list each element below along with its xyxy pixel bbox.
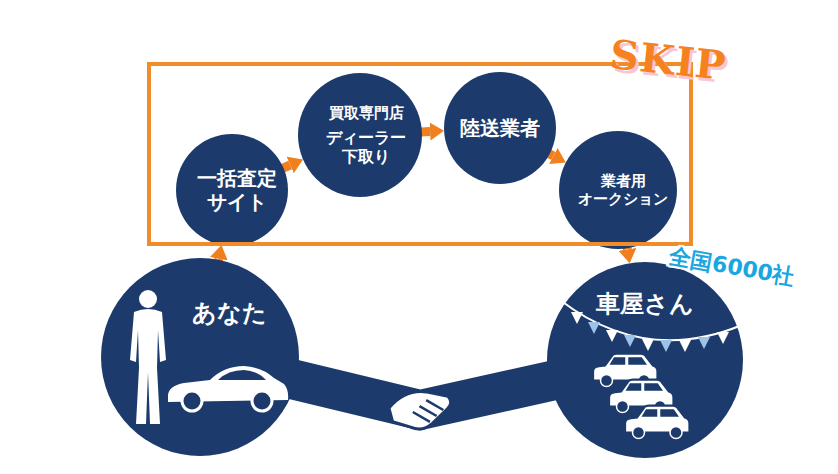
node-text: 車屋さん <box>596 290 694 319</box>
frame-outline <box>147 62 693 246</box>
skip-label: SKIP <box>608 30 729 90</box>
circle-fill <box>101 258 299 456</box>
text-group: あなた <box>192 299 267 328</box>
actor-circle: あなた <box>101 258 299 456</box>
node-text: あなた <box>192 299 267 328</box>
process-circle: 買取専門店ディーラー 下取り <box>298 73 422 197</box>
text-group: 一括査定 サイト <box>192 166 282 214</box>
node-text: 一括査定 サイト <box>192 166 282 214</box>
skip-frame: 一括査定 サイト買取専門店ディーラー 下取り陸送業者業者用 オークションSKIP <box>147 62 693 246</box>
circle-fill <box>298 73 422 197</box>
text-group: SKIP <box>610 36 726 84</box>
node-text: 買取専門店 <box>329 104 404 122</box>
bunting <box>560 300 742 352</box>
circle-fill <box>559 131 677 249</box>
text-group: 業者用 オークション <box>573 172 673 208</box>
text-group: 陸送業者 <box>460 116 540 140</box>
actor-circle: 車屋さん <box>547 262 743 458</box>
text-group: 車屋さん <box>596 290 694 319</box>
process-circle: 陸送業者 <box>444 72 556 184</box>
process-circle: 業者用 オークション <box>559 131 677 249</box>
circle-fill <box>547 262 743 458</box>
circle-fill <box>444 72 556 184</box>
handshake-arm <box>290 379 555 410</box>
circle-shape <box>101 258 299 456</box>
handshake-icon <box>387 384 456 436</box>
person-icon <box>130 290 166 424</box>
circle-fill <box>176 134 288 246</box>
node-text: ディーラー 下取り <box>320 128 412 166</box>
frame-border <box>149 64 691 244</box>
process-circle: 一括査定 サイト <box>176 134 288 246</box>
cars-icon <box>593 354 690 439</box>
sports-car-icon <box>168 366 288 411</box>
node-text: 陸送業者 <box>460 116 540 140</box>
text-group: 買取専門店ディーラー 下取り <box>320 104 412 166</box>
node-text: 業者用 オークション <box>573 172 673 208</box>
